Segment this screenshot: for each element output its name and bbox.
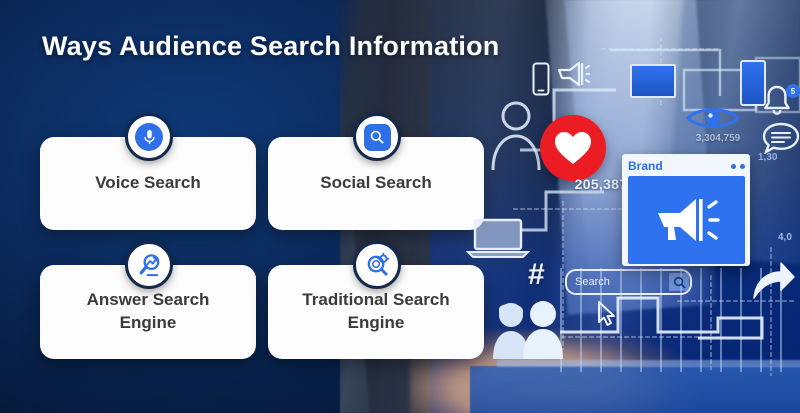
bell-icon xyxy=(762,84,792,121)
speech-bubble-icon xyxy=(762,122,800,159)
heart-icon xyxy=(555,132,591,164)
card-voice-search-label: Voice Search xyxy=(95,173,201,193)
person-outline-icon xyxy=(490,100,542,177)
eye-icon xyxy=(685,104,741,137)
megaphone-icon xyxy=(657,199,720,241)
magnifier-icon xyxy=(363,123,391,151)
heart-icon-badge xyxy=(540,115,606,181)
card-answer-line-2: Engine xyxy=(119,313,177,332)
card-answer-line-1: Answer Search xyxy=(86,290,210,310)
card-answer-search-engine-label: Answer Search Engine xyxy=(75,289,222,335)
views-count: 3,304,759 xyxy=(695,133,741,144)
card-traditional-line-2: Engine xyxy=(347,313,405,332)
card-traditional-line-1: Traditional Search xyxy=(302,290,450,310)
magnifier-gear-icon xyxy=(364,252,391,279)
page-title: Ways Audience Search Information xyxy=(42,31,500,61)
magnifier-arrow-icon xyxy=(136,252,163,279)
heart-count: 205,387 xyxy=(574,176,628,192)
brand-window-body xyxy=(628,176,745,264)
bottom-panel-shape xyxy=(470,366,800,413)
dotted-guide-3 xyxy=(676,300,796,302)
dotted-guide-2 xyxy=(560,336,730,338)
brand-window-titlebar: Brand xyxy=(628,158,745,174)
hashtag-icon: # xyxy=(528,258,545,291)
panel-edge-line xyxy=(497,360,800,367)
notification-badge: 5 xyxy=(786,84,800,98)
monitor-icon xyxy=(630,64,676,98)
brand-window: Brand xyxy=(622,154,750,266)
microphone-icon xyxy=(135,123,163,151)
search-icon[interactable] xyxy=(669,273,689,291)
microphone-icon-badge xyxy=(125,113,173,161)
users-icon xyxy=(490,299,566,366)
magnifier-arrow-icon-badge xyxy=(125,241,173,289)
megaphone-small-icon xyxy=(556,60,591,93)
share-arrow-icon xyxy=(750,258,796,307)
magnifier-gear-icon-badge xyxy=(353,241,401,289)
comments-count: 1,30 xyxy=(758,152,778,163)
tablet-icon xyxy=(740,60,766,106)
search-input[interactable]: Search xyxy=(565,269,692,295)
brand-window-controls[interactable] xyxy=(731,163,745,169)
magnifier-icon-badge xyxy=(353,113,401,161)
shares-count: 4,0 xyxy=(778,232,792,243)
search-input-placeholder: Search xyxy=(575,276,610,288)
cursor-arrow-icon xyxy=(597,301,617,332)
dotted-guide-6 xyxy=(710,274,712,370)
card-traditional-search-engine-label: Traditional Search Engine xyxy=(290,289,461,335)
dotted-guide-4 xyxy=(562,200,564,350)
smartphone-icon xyxy=(532,62,550,101)
dotted-guide-7 xyxy=(770,246,772,376)
step-line-graphic xyxy=(560,296,764,340)
card-social-search-label: Social Search xyxy=(320,173,432,193)
brand-window-title: Brand xyxy=(628,159,663,173)
laptop-icon xyxy=(465,218,531,265)
dotted-guide-1 xyxy=(512,208,652,210)
